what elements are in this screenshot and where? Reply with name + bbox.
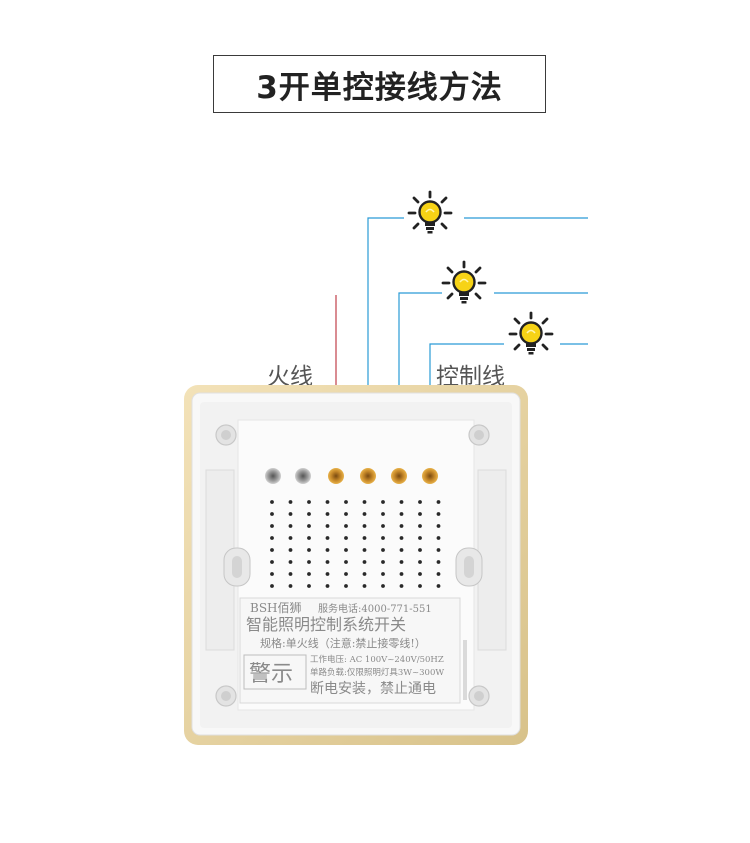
vent-dot xyxy=(381,560,385,564)
vent-dot xyxy=(362,500,367,504)
vent-dot xyxy=(399,548,404,552)
load-text: 单路负载:仅限照明灯具3W~300W xyxy=(310,667,444,678)
vent-dot xyxy=(270,572,274,576)
notice-text: 断电安装，禁止通电 xyxy=(310,681,436,697)
page-title: 3开单控接线方法 xyxy=(256,69,503,106)
vent-dot xyxy=(436,572,441,576)
vent-dot xyxy=(344,560,348,564)
vent-dot xyxy=(344,500,348,504)
vent-grid xyxy=(270,500,441,588)
vent-dot xyxy=(399,572,404,576)
vent-dot xyxy=(307,560,311,564)
vent-dot xyxy=(307,524,311,528)
vent-dot xyxy=(344,512,348,516)
brand-text: BSH佰狮 xyxy=(250,601,302,615)
vent-dot xyxy=(325,560,330,564)
vent-dot xyxy=(418,512,422,516)
vent-dot xyxy=(436,512,441,516)
vent-dot xyxy=(325,524,330,528)
vent-dot xyxy=(325,572,330,576)
vent-dot xyxy=(325,584,330,588)
vent-dot xyxy=(288,536,293,540)
vent-dot xyxy=(381,536,385,540)
vent-dot xyxy=(362,512,367,516)
product-text: 智能照明控制系统开关 xyxy=(246,615,406,634)
vent-dot xyxy=(307,572,311,576)
vent-dot xyxy=(436,584,441,588)
vent-dot xyxy=(344,584,348,588)
voltage-text: 工作电压: AC 100V~240V/50HZ xyxy=(310,654,444,665)
vent-dot xyxy=(399,584,404,588)
vent-dot xyxy=(418,572,422,576)
vent-dot xyxy=(288,500,293,504)
vent-dot xyxy=(362,572,367,576)
vent-dot xyxy=(399,560,404,564)
vent-dot xyxy=(270,512,274,516)
vent-dot xyxy=(307,500,311,504)
vent-dot xyxy=(344,572,348,576)
vent-dot xyxy=(288,560,293,564)
vent-dot xyxy=(436,500,441,504)
vent-dot xyxy=(307,536,311,540)
vent-dot xyxy=(418,560,422,564)
light-bulb-icon xyxy=(407,190,453,235)
vent-dot xyxy=(399,500,404,504)
vent-dot xyxy=(362,536,367,540)
terminal-row xyxy=(265,468,438,484)
vent-dot xyxy=(325,548,330,552)
spec-text: 规格:单火线（注意:禁止接零线!） xyxy=(260,636,426,650)
vent-dot xyxy=(344,536,348,540)
vent-dot xyxy=(381,548,385,552)
vent-dot xyxy=(418,548,422,552)
vent-dot xyxy=(381,584,385,588)
vent-dot xyxy=(288,572,293,576)
vent-dot xyxy=(307,584,311,588)
service-phone-text: 服务电话:4000-771-551 xyxy=(318,602,432,615)
vent-dot xyxy=(325,536,330,540)
vent-dot xyxy=(362,524,367,528)
vent-dot xyxy=(362,560,367,564)
vent-dot xyxy=(399,524,404,528)
vent-dot xyxy=(399,512,404,516)
vent-dot xyxy=(381,524,385,528)
product-label: BSH佰狮 服务电话:4000-771-551 智能照明控制系统开关 规格:单火… xyxy=(239,597,461,704)
vent-dot xyxy=(288,512,293,516)
vent-dot xyxy=(436,560,441,564)
vent-dot xyxy=(381,500,385,504)
vent-dot xyxy=(362,584,367,588)
vent-dot xyxy=(270,548,274,552)
vent-dot xyxy=(325,500,330,504)
vent-dot xyxy=(270,536,274,540)
vent-dot xyxy=(270,524,274,528)
vent-dot xyxy=(307,548,311,552)
light-bulb-icon xyxy=(508,311,554,356)
vent-dot xyxy=(418,500,422,504)
vent-dot xyxy=(344,524,348,528)
vent-dot xyxy=(307,512,311,516)
vent-dot xyxy=(381,512,385,516)
vent-dot xyxy=(288,584,293,588)
vent-dot xyxy=(399,536,404,540)
warning-text: 警示 xyxy=(249,662,293,687)
vent-dot xyxy=(418,524,422,528)
vent-dot xyxy=(270,584,274,588)
vent-dot xyxy=(325,512,330,516)
title-box: 3开单控接线方法 xyxy=(213,55,546,113)
vent-dot xyxy=(270,500,274,504)
vent-dot xyxy=(288,548,293,552)
vent-dot xyxy=(436,524,441,528)
vent-dot xyxy=(362,548,367,552)
vent-dot xyxy=(270,560,274,564)
vent-dot xyxy=(344,548,348,552)
vent-dot xyxy=(418,536,422,540)
vent-dot xyxy=(288,524,293,528)
vent-dot xyxy=(436,548,441,552)
vent-dot xyxy=(418,584,422,588)
light-bulb-icon xyxy=(441,260,487,305)
vent-dot xyxy=(436,536,441,540)
vent-dot xyxy=(381,572,385,576)
